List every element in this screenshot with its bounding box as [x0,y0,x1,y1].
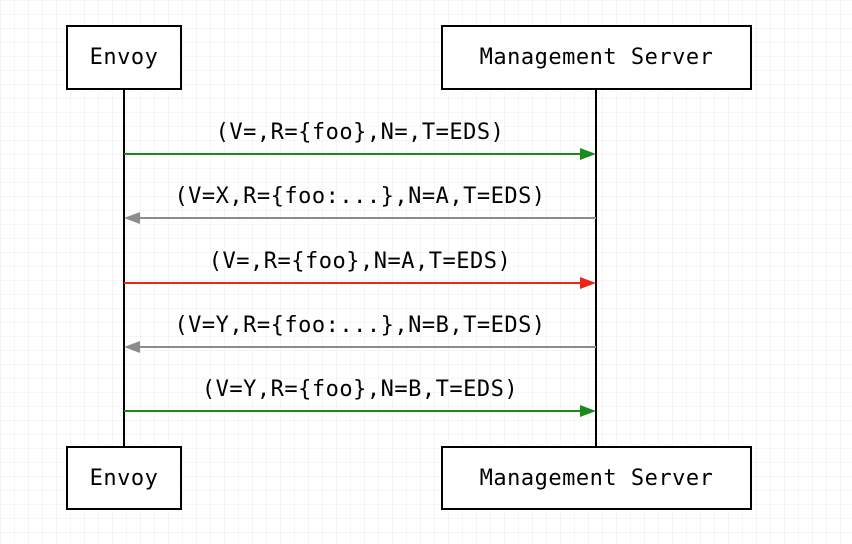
message-arrow-2 [124,212,596,224]
message-label-5: (V=Y,R={foo},N=B,T=EDS) [201,377,519,402]
message-label-3: (V=,R={foo},N=A,T=EDS) [208,249,512,274]
envoy-box-top: Envoy [66,25,182,90]
message-arrow-4 [124,341,596,353]
envoy-box-bottom: Envoy [66,446,182,510]
management-server-box-bottom: Management Server [441,446,752,510]
message-label-4: (V=Y,R={foo:...},N=B,T=EDS) [174,313,546,338]
message-arrow-1 [124,148,596,160]
message-arrow-5 [124,405,596,417]
message-label-2: (V=X,R={foo:...},N=A,T=EDS) [174,184,546,209]
management-server-box-top: Management Server [441,25,752,90]
message-arrow-3 [124,277,596,289]
message-label-1: (V=,R={foo},N=,T=EDS) [215,120,505,145]
